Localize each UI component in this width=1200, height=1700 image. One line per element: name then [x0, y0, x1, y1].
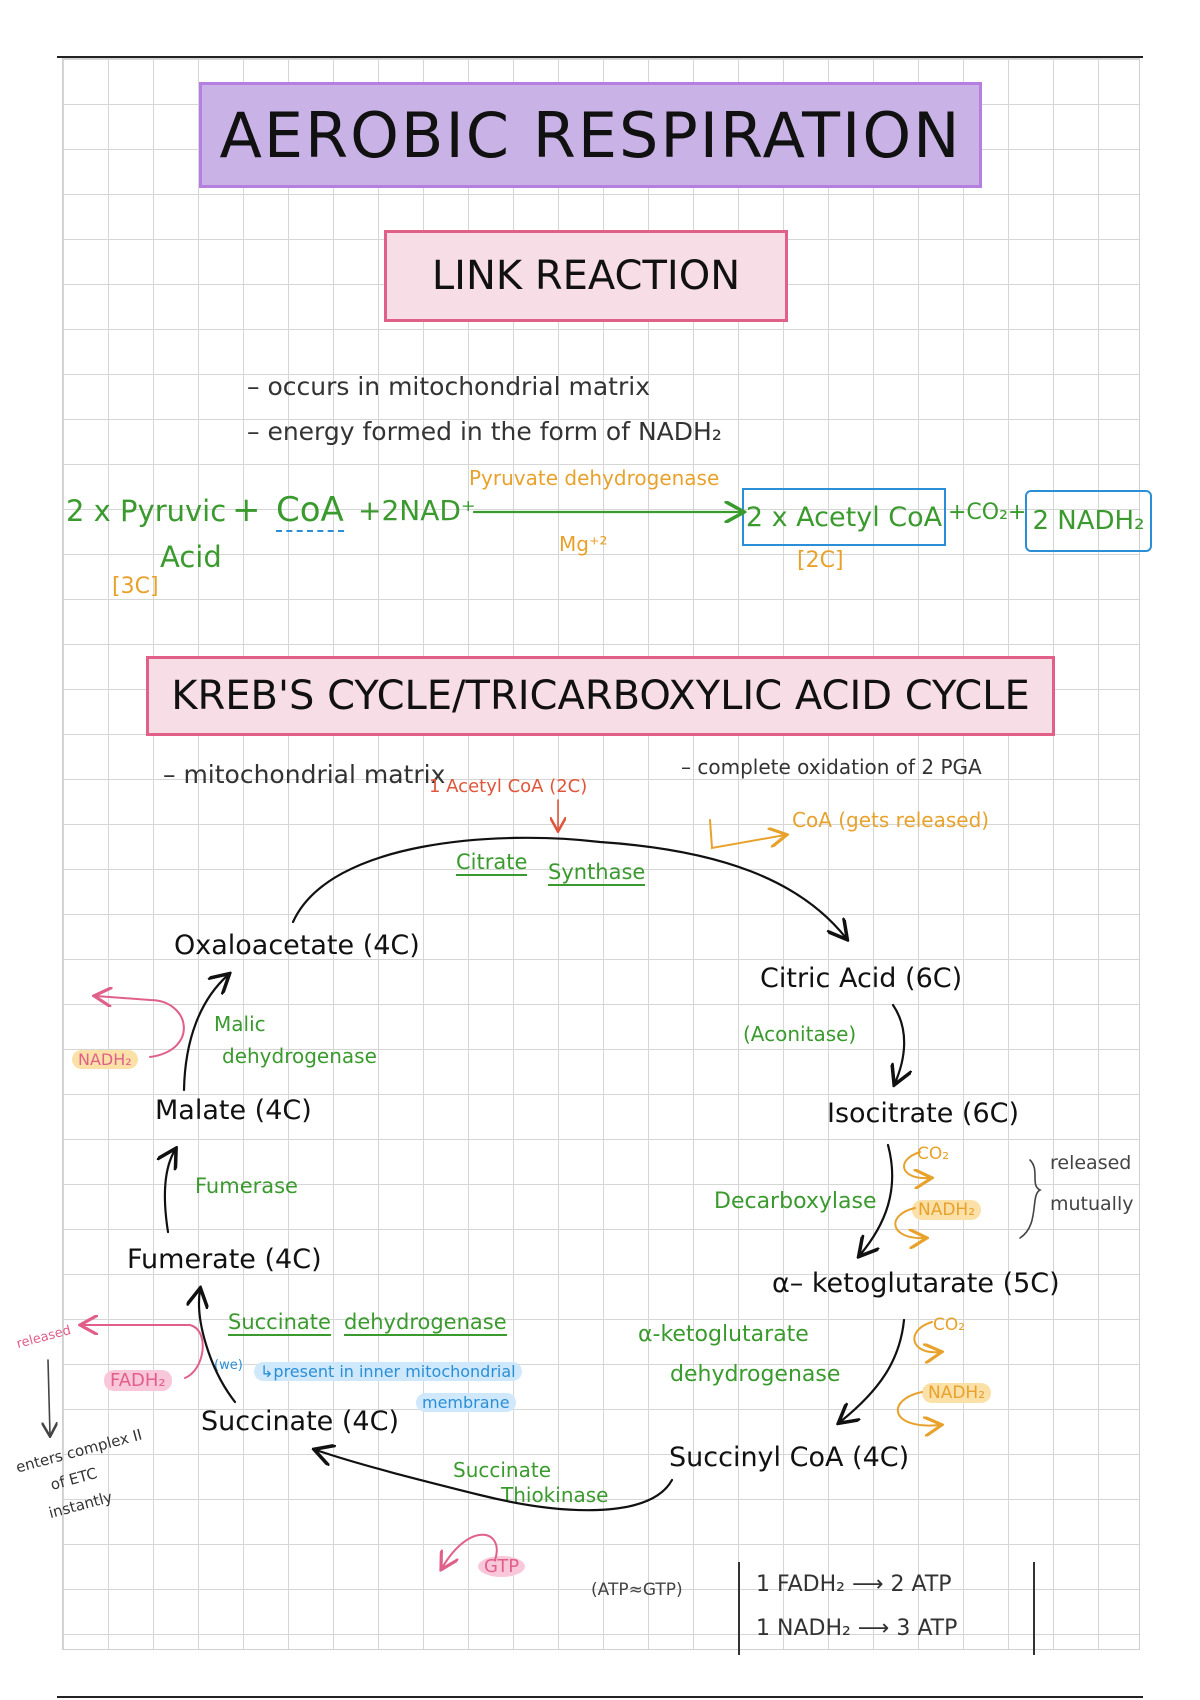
succinate: Succinate (4C)	[201, 1406, 399, 1437]
note-right: – complete oxidation of 2 PGA	[681, 755, 982, 779]
link-reaction-heading: LINK REACTION	[431, 253, 741, 299]
fadh-out-arrow	[82, 1325, 204, 1379]
malic-dh-1: Malic	[214, 1012, 266, 1036]
enzyme-label: Pyruvate dehydrogenase	[469, 466, 720, 490]
malate: Malate (4C)	[155, 1095, 312, 1126]
nadh-akg: NADH₂	[922, 1383, 992, 1403]
oxaloacetate: Oxaloacetate (4C)	[174, 930, 420, 961]
co2-akg: CO₂	[933, 1315, 966, 1335]
nadh-isocitrate: NADH₂	[912, 1200, 982, 1220]
atp-gtp: (ATP≈GTP)	[591, 1580, 683, 1600]
succinyl-coa: Succinyl CoA (4C)	[669, 1442, 910, 1473]
isocitrate: Isocitrate (6C)	[827, 1098, 1020, 1129]
krebs-box: KREB'S CYCLE/TRICARBOXYLIC ACID CYCLE	[146, 656, 1055, 736]
alpha-ketoglutarate: α– ketoglutarate (5C)	[772, 1268, 1060, 1299]
label-3c: [3C]	[112, 574, 159, 599]
coa: CoA	[276, 490, 344, 532]
note-left: – mitochondrial matrix	[163, 760, 446, 789]
aconitase-arrow	[893, 1003, 904, 1083]
mutually-label: mutually	[1050, 1193, 1134, 1215]
coa-released: CoA (gets released)	[792, 808, 990, 832]
krebs-heading: KREB'S CYCLE/TRICARBOXYLIC ACID CYCLE	[171, 673, 1030, 719]
etc-down-arrow	[48, 1359, 50, 1435]
malic-dh-2: dehydrogenase	[222, 1044, 377, 1068]
bottom-rule	[57, 1696, 1143, 1698]
fumerase: Fumerase	[195, 1174, 298, 1198]
co2-akg-arrow	[913, 1321, 940, 1352]
pyruvic-acid: 2 x Pyruvic	[66, 494, 227, 528]
sdh-2: dehydrogenase	[344, 1310, 507, 1336]
co2-plus: +CO₂+	[948, 500, 1027, 525]
gtp: GTP	[478, 1556, 526, 1577]
thiokinase-arrow	[316, 1450, 674, 1512]
cofactor-label: Mg⁺²	[559, 532, 608, 556]
akg-dh-1: α-ketoglutarate	[638, 1322, 809, 1347]
top-rule	[57, 56, 1143, 58]
nadh-malate: NADH₂	[72, 1050, 138, 1069]
yield-line: 1 FADH₂ ⟶ 2 ATP	[756, 1572, 952, 1597]
citric-acid: Citric Acid (6C)	[760, 963, 963, 994]
we-label: (we)	[214, 1358, 243, 1373]
citrate-synthase-arrow	[291, 836, 846, 938]
bullet: – energy formed in the form of NADH₂	[247, 417, 722, 446]
fumerase-arrow	[165, 1150, 175, 1234]
nad: +2NAD⁺	[358, 494, 476, 527]
pyruvic-acid-2: Acid	[160, 540, 222, 574]
membrane-note-1: ↳present in inner mitochondrial	[254, 1362, 522, 1381]
page-title: AEROBIC RESPIRATION	[219, 98, 962, 172]
released-label: released	[1050, 1152, 1132, 1174]
acetyl-input: 1 Acetyl CoA (2C)	[429, 776, 588, 797]
akg-dh-2: dehydrogenase	[670, 1362, 841, 1387]
fumerate: Fumerate (4C)	[127, 1244, 322, 1275]
yield-line: 1 NADH₂ ⟶ 3 ATP	[756, 1616, 958, 1641]
fadh2: FADH₂	[104, 1370, 172, 1391]
plus: +	[232, 490, 261, 530]
citrate-label: Citrate	[456, 850, 528, 876]
co2-out-arrow	[903, 1151, 930, 1178]
title-box: AEROBIC RESPIRATION	[199, 82, 982, 188]
thiokinase-1: Succinate	[453, 1458, 551, 1482]
yield-box: 1 FADH₂ ⟶ 2 ATP 1 NADH₂ ⟶ 3 ATP	[738, 1562, 1035, 1655]
membrane-note-2: membrane	[416, 1393, 516, 1412]
brace	[1019, 1159, 1042, 1239]
decarboxylase: Decarboxylase	[714, 1189, 877, 1214]
aconitase: (Aconitase)	[743, 1022, 857, 1046]
label-2c: [2C]	[797, 548, 844, 573]
co2-isocitrate: CO₂	[917, 1144, 950, 1164]
nadh-out-arrow	[894, 1207, 925, 1238]
sdh-arrow	[199, 1290, 237, 1404]
nadh-product: 2 NADH₂	[1032, 506, 1145, 536]
decarboxylase-arrow	[860, 1143, 894, 1255]
gtp-arrow	[442, 1533, 498, 1568]
synthase-label: Synthase	[548, 860, 646, 886]
nadh-akg-arrow	[896, 1391, 940, 1426]
malic-dh-arrow	[182, 975, 228, 1092]
acetyl-coa: 2 x Acetyl CoA	[745, 501, 943, 533]
nadh-box: 2 NADH₂	[1025, 490, 1152, 552]
akg-dh-arrow	[840, 1318, 906, 1422]
link-reaction-box: LINK REACTION	[384, 230, 788, 322]
acetyl-coa-box: 2 x Acetyl CoA	[742, 488, 946, 546]
bullet: – occurs in mitochondrial matrix	[247, 372, 650, 401]
nadh-malate-arrow	[96, 996, 185, 1058]
sdh-1: Succinate	[228, 1310, 331, 1336]
coa-out-arrow	[709, 819, 785, 850]
